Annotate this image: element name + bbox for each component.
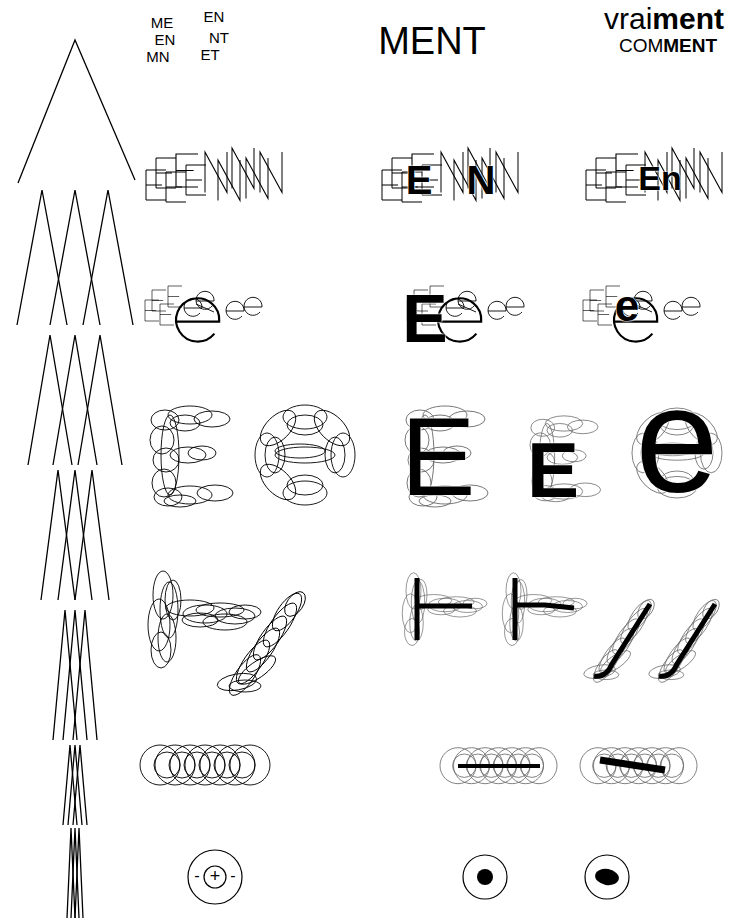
word-part: vrai	[604, 2, 652, 35]
stroke-segments	[417, 578, 715, 676]
letter-label: E	[406, 160, 433, 200]
letter-label: MN	[146, 49, 169, 64]
letter-label: MENT	[378, 22, 486, 60]
letter-label: En	[638, 161, 681, 195]
letter-label: N	[467, 160, 496, 200]
letter-label: E	[401, 401, 476, 513]
letter-label: NT	[209, 30, 229, 45]
word-part: MENT	[663, 35, 717, 56]
letter-label: -	[194, 868, 199, 884]
letter-label: E	[402, 284, 447, 352]
stroke-fields	[148, 571, 723, 700]
letter-label: -	[230, 868, 235, 884]
letter-label: +	[210, 867, 221, 885]
bar-fields	[140, 745, 697, 785]
letter-label: ME	[151, 15, 174, 30]
letter-label: EN	[204, 9, 225, 24]
letter-label: e	[615, 284, 639, 328]
hierarchy-tree	[17, 40, 135, 918]
oriented-bars	[458, 760, 665, 770]
word-part: ment	[652, 2, 724, 35]
word-part: COM	[619, 35, 663, 56]
word-label: vraiment	[604, 4, 724, 34]
letter-label: E	[527, 431, 579, 509]
letter-label: e	[635, 365, 718, 515]
letter-label: EN	[155, 32, 176, 47]
center-surround-cells	[188, 850, 629, 904]
word-label: COMMENT	[619, 36, 717, 55]
letter-label: ET	[200, 47, 219, 62]
letter-detectors	[146, 148, 722, 202]
